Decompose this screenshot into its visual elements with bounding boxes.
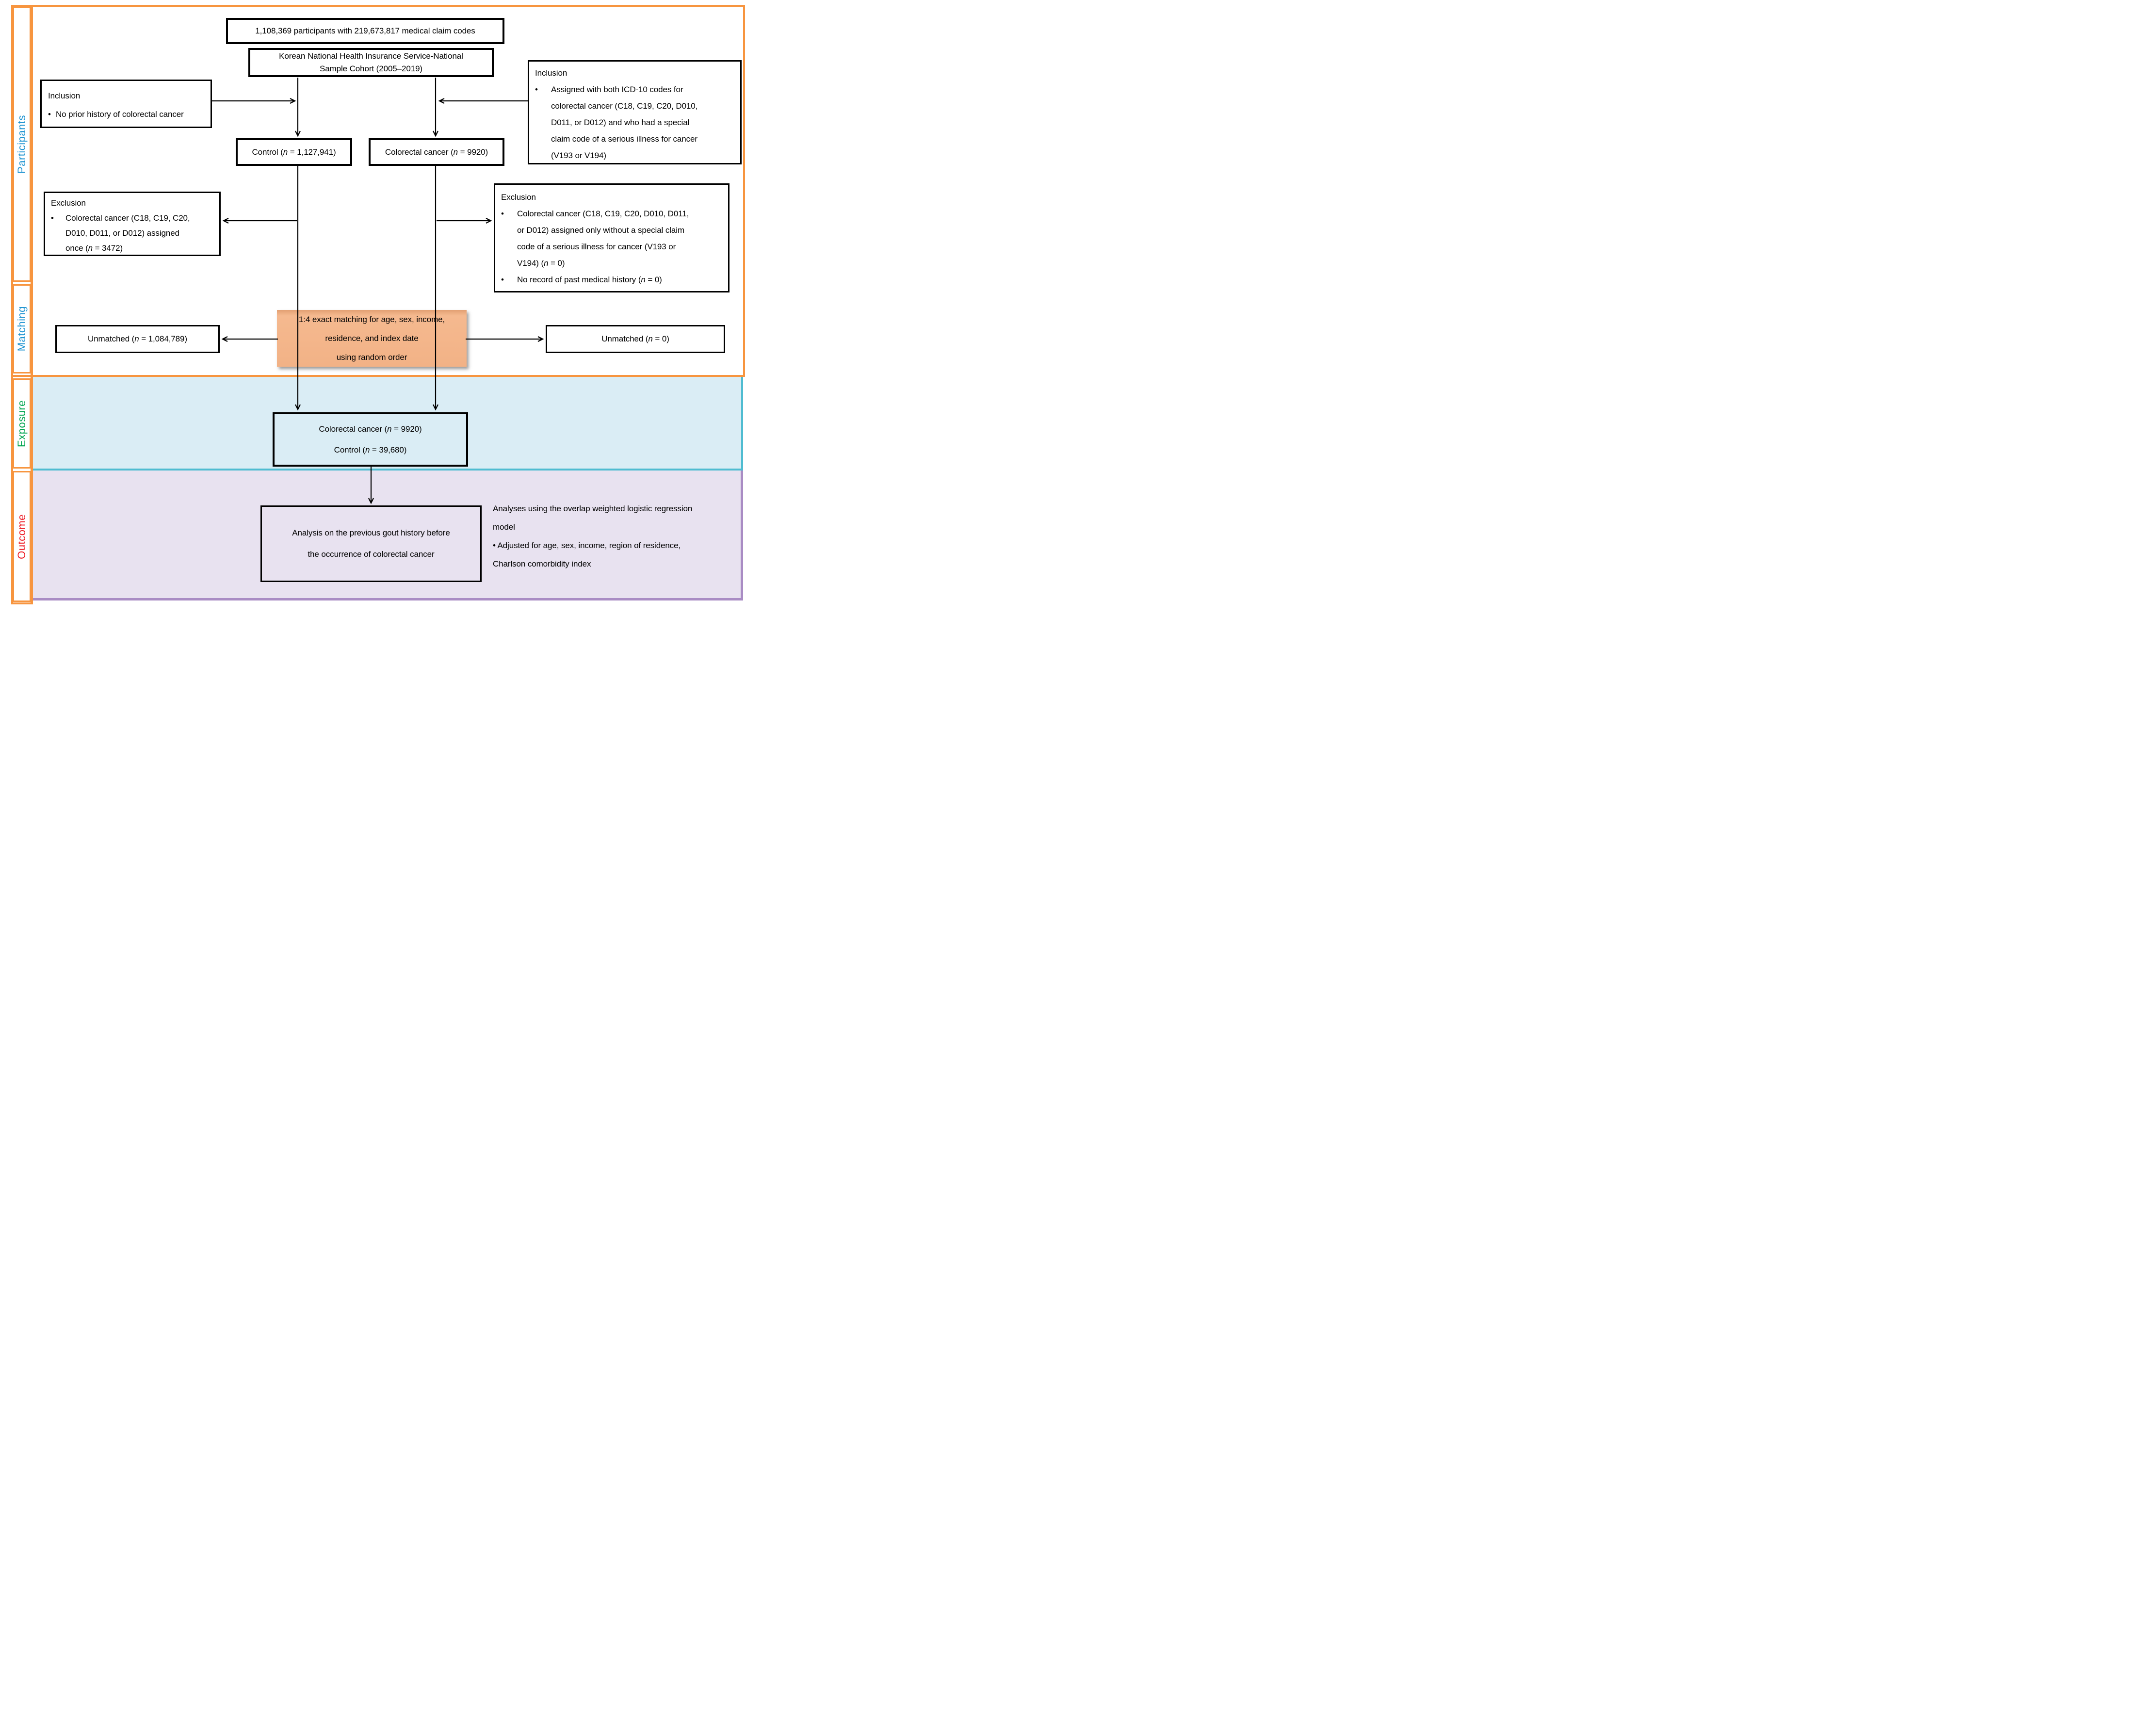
sidebar-cell-participants: Participants — [13, 7, 31, 282]
matching-exposure-divider — [11, 375, 745, 377]
colorectal-cancer-text: Colorectal cancer (n = 9920) — [385, 147, 488, 157]
sidebar-cell-matching: Matching — [13, 284, 31, 373]
outcome-label: Outcome — [16, 514, 28, 559]
matching-box: 1:4 exact matching for age, sex, income,… — [277, 310, 467, 367]
exclusion-right-box: Exclusion • Colorectal cancer (C18, C19,… — [494, 183, 730, 292]
exclusion-right-bullet-2: • No record of past medical history (n =… — [501, 272, 722, 288]
bullet-icon: • — [535, 85, 538, 94]
sidebar-cell-exposure: Exposure — [13, 378, 31, 469]
exposure-label: Exposure — [16, 400, 28, 447]
inclusion-left-bullet-text: No prior history of colorectal cancer — [56, 110, 184, 119]
exposure-cohort-box: Colorectal cancer (n = 9920)Control (n =… — [273, 412, 468, 467]
exposure-cohort-text: Colorectal cancer (n = 9920)Control (n =… — [319, 424, 422, 454]
inclusion-right-box: Inclusion • Assigned with both ICD-10 co… — [528, 60, 742, 164]
exclusion-left-bullet-text: Colorectal cancer (C18, C19, C20,D010, D… — [65, 213, 190, 253]
sidebar-cell-outcome: Outcome — [13, 471, 31, 602]
colorectal-cancer-box: Colorectal cancer (n = 9920) — [369, 138, 504, 166]
outcome-analysis-text: Analysis on the previous gout history be… — [292, 528, 450, 559]
frame-bottom-border — [11, 602, 33, 604]
matching-label: Matching — [16, 306, 28, 352]
source-population-box: 1,108,369 participants with 219,673,817 … — [226, 18, 504, 44]
inclusion-right-title: Inclusion — [535, 68, 567, 78]
unmatched-right-box: Unmatched (n = 0) — [546, 325, 725, 353]
outcome-model-note: Analyses using the overlap weighted logi… — [493, 500, 745, 573]
source-population-text: 1,108,369 participants with 219,673,817 … — [255, 26, 475, 35]
control-text: Control (n = 1,127,941) — [252, 147, 336, 157]
unmatched-right-text: Unmatched (n = 0) — [601, 334, 669, 343]
exclusion-right-bullet-1-text: Colorectal cancer (C18, C19, C20, D010, … — [517, 209, 689, 268]
sidebar-divider — [31, 5, 33, 604]
unmatched-left-text: Unmatched (n = 1,084,789) — [88, 334, 187, 343]
outcome-analysis-box: Analysis on the previous gout history be… — [260, 505, 482, 582]
matching-box-text: 1:4 exact matching for age, sex, income,… — [298, 315, 445, 362]
frame-right-border — [743, 5, 745, 377]
study-flow-diagram: Participants Matching Exposure Outcome 1… — [0, 0, 750, 608]
inclusion-left-box: Inclusion • No prior history of colorect… — [40, 80, 212, 128]
exclusion-right-bullet-1: • Colorectal cancer (C18, C19, C20, D010… — [501, 206, 722, 272]
outcome-model-note-text: Analyses using the overlap weighted logi… — [493, 504, 693, 568]
bullet-icon: • — [501, 275, 504, 284]
exclusion-left-box: Exclusion • Colorectal cancer (C18, C19,… — [44, 192, 221, 256]
inclusion-left-bullet: • No prior history of colorectal cancer — [48, 105, 204, 124]
exposure-band — [33, 377, 743, 471]
exclusion-left-bullet: • Colorectal cancer (C18, C19, C20,D010,… — [51, 211, 213, 256]
exclusion-right-title: Exclusion — [501, 193, 536, 202]
participants-label: Participants — [16, 115, 28, 174]
bullet-icon: • — [501, 209, 504, 218]
cohort-text: Korean National Health Insurance Service… — [279, 51, 463, 73]
frame-top-border — [11, 5, 745, 7]
cohort-box: Korean National Health Insurance Service… — [248, 48, 494, 77]
unmatched-left-box: Unmatched (n = 1,084,789) — [55, 325, 220, 353]
inclusion-left-title: Inclusion — [48, 91, 81, 100]
outcome-band — [33, 471, 743, 600]
exclusion-left-title: Exclusion — [51, 198, 86, 208]
bullet-icon: • — [48, 110, 51, 119]
control-box: Control (n = 1,127,941) — [236, 138, 352, 166]
exclusion-right-bullet-2-text: No record of past medical history (n = 0… — [517, 275, 662, 284]
bullet-icon: • — [51, 213, 54, 223]
frame-left-border — [11, 5, 13, 604]
